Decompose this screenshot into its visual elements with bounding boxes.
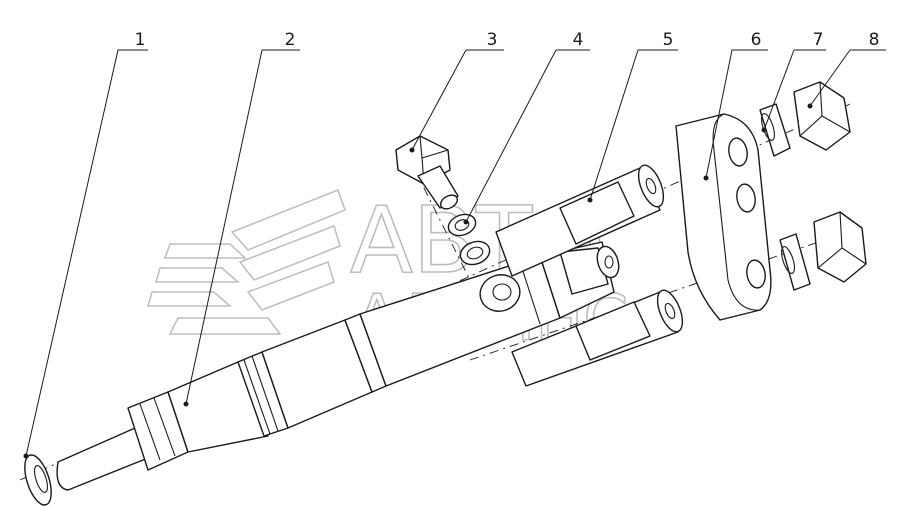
callout-label-2: 2 (285, 30, 296, 50)
callout-6: 6 (703, 30, 768, 181)
callout-8: 8 (807, 30, 886, 109)
callout-label-1: 1 (135, 30, 146, 50)
injector-body-part-2 (56, 241, 620, 491)
callout-label-3: 3 (487, 30, 498, 50)
callout-1: 1 (23, 30, 148, 459)
callout-label-7: 7 (813, 30, 824, 50)
flange-part-6 (675, 113, 772, 321)
nuts-part-7 (759, 103, 811, 291)
hex-nuts-part-8 (793, 81, 867, 283)
union-fittings-part-5 (495, 164, 684, 387)
callout-2: 2 (183, 30, 300, 407)
callout-label-8: 8 (869, 30, 880, 50)
bolt-part-3 (395, 135, 459, 210)
callout-7: 7 (761, 30, 826, 133)
callout-4: 4 (463, 30, 590, 225)
callout-label-5: 5 (663, 30, 674, 50)
callout-5: 5 (587, 30, 678, 203)
watermark-logo (147, 189, 346, 335)
callouts: 1 2 3 4 5 (23, 30, 886, 459)
callout-label-4: 4 (573, 30, 584, 50)
callout-3: 3 (409, 30, 504, 153)
sealing-washers-part-4 (447, 213, 491, 266)
callout-label-6: 6 (751, 30, 762, 50)
washer-part-1 (24, 454, 52, 506)
